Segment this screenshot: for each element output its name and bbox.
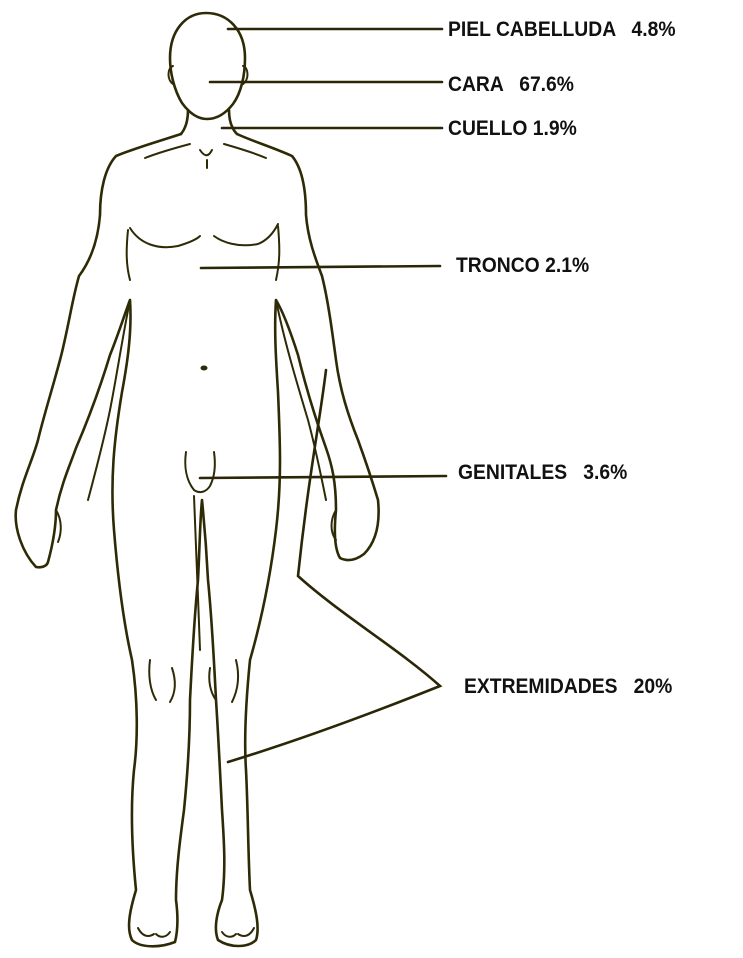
right-pectoral bbox=[214, 224, 278, 245]
label-neck: CUELLO 1.9% bbox=[448, 117, 577, 141]
right-toes bbox=[222, 928, 254, 937]
leader-limbs bbox=[228, 370, 440, 762]
label-face: CARA 67.6% bbox=[448, 73, 574, 97]
leader-genitals bbox=[200, 476, 446, 478]
left-clavicle bbox=[145, 144, 190, 158]
label-scalp: PIEL CABELLUDA 4.8% bbox=[448, 18, 676, 42]
neck-right bbox=[229, 110, 237, 134]
label-trunk: TRONCO 2.1% bbox=[456, 254, 589, 278]
left-pectoral bbox=[130, 228, 200, 247]
left-toes bbox=[138, 928, 170, 937]
right-armpit bbox=[276, 226, 279, 280]
leader-lines bbox=[200, 29, 446, 762]
human-figure bbox=[16, 13, 379, 946]
right-clavicle bbox=[224, 144, 266, 158]
left-armpit bbox=[127, 230, 130, 280]
label-limbs: EXTREMIDADES 20% bbox=[464, 675, 672, 699]
neck-left bbox=[181, 110, 188, 134]
throat-notch bbox=[200, 150, 212, 168]
body-outline bbox=[16, 134, 379, 946]
label-genitals: GENITALES 3.6% bbox=[458, 461, 627, 485]
genitals-outline bbox=[185, 452, 215, 492]
left-knee bbox=[149, 660, 175, 702]
navel bbox=[201, 366, 208, 371]
leader-trunk bbox=[201, 266, 440, 268]
right-inner-arm bbox=[276, 300, 326, 500]
